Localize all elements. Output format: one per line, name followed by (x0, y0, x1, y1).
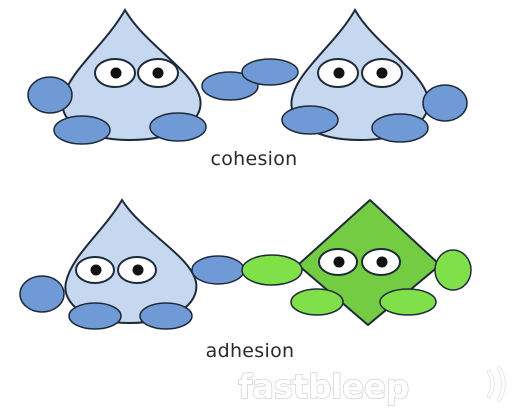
other-molecule-bottom-right (241, 199, 472, 326)
limb-left-foot (53, 115, 111, 145)
cohesion-caption: cohesion (210, 148, 297, 170)
limb-left-arm (19, 275, 65, 313)
limb-right-foot (379, 288, 437, 316)
limb-right-arm (201, 71, 259, 101)
cohesion-illustration: cohesion (27, 7, 468, 170)
limb-left-arm (241, 254, 303, 286)
fastbleep-watermark: fastbleep (237, 366, 506, 407)
adhesion-illustration: adhesion (19, 198, 472, 362)
eyes (75, 256, 157, 284)
water-drop-body (290, 7, 430, 142)
adhesion-caption: adhesion (206, 340, 295, 362)
limb-left-foot (290, 288, 344, 316)
eyes (317, 58, 403, 88)
sound-waves-icon (487, 366, 506, 402)
limb-left-arm (241, 58, 299, 86)
eyes (318, 248, 401, 276)
water-molecule-top-left (27, 7, 259, 145)
limb-right-arm (191, 255, 245, 285)
limb-left-arm (27, 76, 73, 114)
watermark-text: fastbleep (238, 367, 409, 406)
limb-right-arm (434, 249, 472, 291)
limb-left-foot (68, 302, 122, 330)
water-molecule-bottom-left (19, 198, 245, 330)
limb-left-foot (281, 105, 339, 135)
limb-right-arm (422, 84, 468, 122)
limb-right-foot (371, 113, 429, 143)
limb-right-foot (139, 302, 193, 330)
limb-right-foot (149, 112, 207, 142)
water-molecule-top-right (241, 7, 468, 143)
eyes (94, 58, 179, 88)
